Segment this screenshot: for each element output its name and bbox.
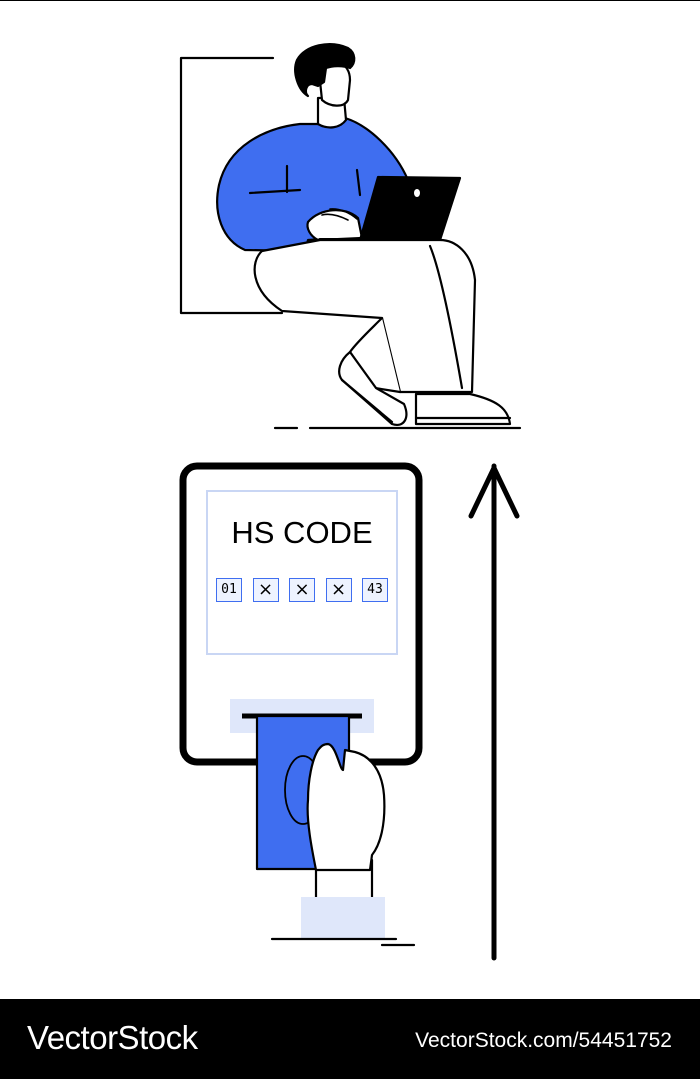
code-box: 43: [362, 578, 388, 602]
up-arrow-icon: [468, 463, 520, 961]
right-shoe: [414, 392, 512, 426]
kiosk-screen: [206, 490, 398, 655]
left-shoe: [338, 350, 408, 426]
hand-inserting-banknote: [255, 714, 416, 947]
code-box: ×: [289, 578, 315, 602]
hand: [306, 742, 386, 872]
illustration: [179, 43, 522, 961]
top-border: [0, 0, 700, 1]
kiosk-title: HS CODE: [231, 515, 373, 550]
ground-line: [270, 937, 416, 947]
hair: [294, 43, 356, 98]
sleeve: [301, 897, 385, 939]
laptop-screen: [358, 175, 462, 242]
brand-logo: VectorStock: [27, 1019, 198, 1056]
sweater: [216, 116, 410, 253]
code-box: ×: [325, 578, 352, 602]
watermark-footer: VectorStock VectorStock.com/54451752: [0, 999, 700, 1079]
image-url: VectorStock.com/54451752: [415, 1029, 672, 1052]
chair-frame: [179, 56, 284, 315]
code-box: 01: [216, 578, 242, 602]
hs-code-boxes: 01 × × × 43: [216, 578, 388, 606]
person-with-laptop: [179, 43, 522, 430]
code-box: ×: [252, 578, 279, 602]
